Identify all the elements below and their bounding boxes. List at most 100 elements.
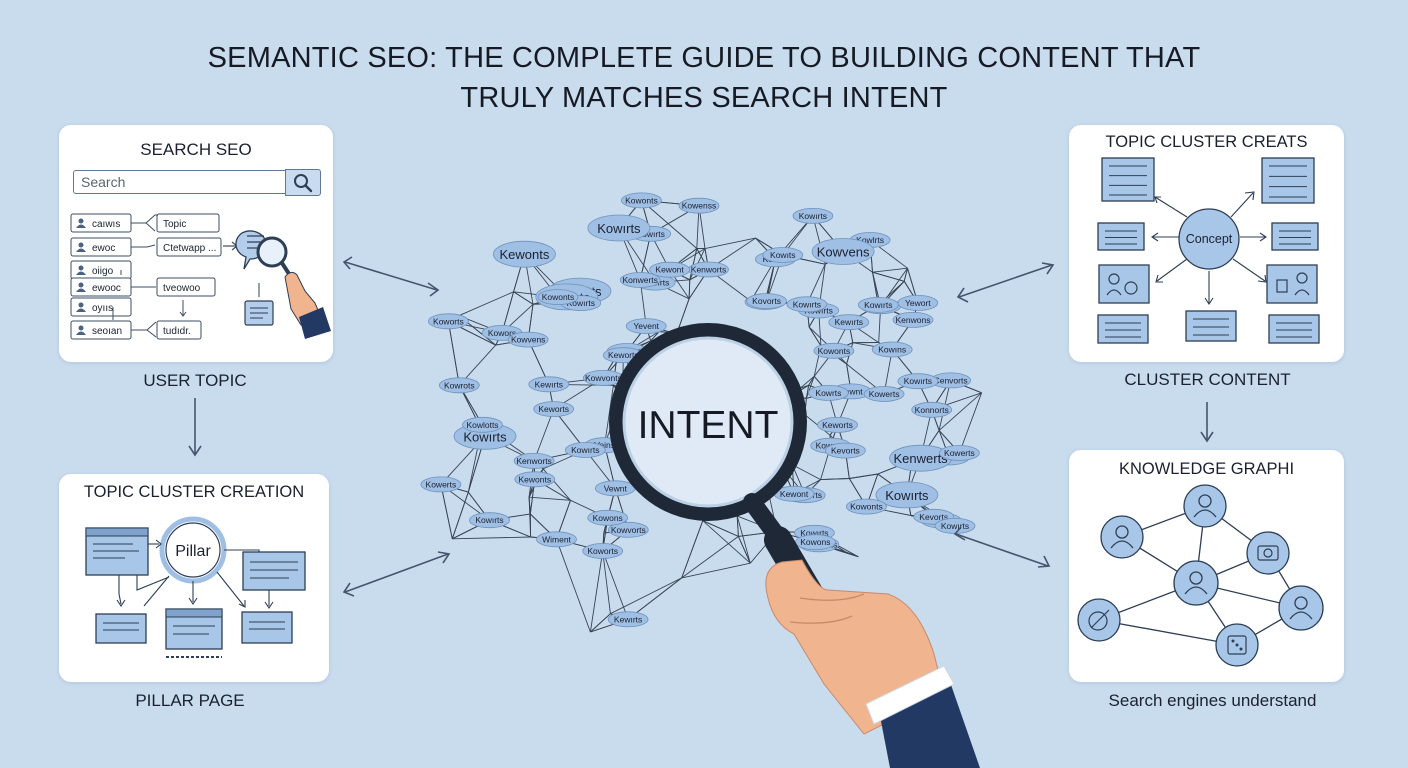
- keyword-label: Vewnt: [604, 483, 628, 493]
- keyword-label: Kowors: [488, 328, 516, 338]
- keyword-bubble: Kowvorts: [607, 521, 649, 538]
- keyword-bubble: Kewırts: [607, 611, 649, 628]
- keyword-label: Kowerts: [944, 448, 975, 458]
- keyword-bubble: Keworts: [817, 416, 858, 433]
- document-icon: [242, 551, 306, 591]
- keyword-bubble: Koworts: [427, 313, 469, 330]
- search-icon: [294, 174, 313, 193]
- keyword-label: Keworts: [538, 404, 569, 414]
- keyword-bubble: Konnorts: [911, 401, 953, 418]
- keyword-label: Kewırts: [835, 317, 863, 327]
- user-icon: [76, 265, 86, 275]
- keyword-label: Kowıns: [878, 345, 906, 355]
- keyword-bubble: Kowvens: [811, 238, 875, 265]
- keyword-bubble: Kowırts: [934, 518, 976, 534]
- keyword-bubble: Kowerts: [863, 386, 905, 402]
- keyword-label: Kenwerts: [893, 451, 948, 466]
- keyword-bubble: Kewonts: [493, 240, 556, 268]
- keyword-bubble: Kowonts: [813, 342, 855, 359]
- document-icon: [1097, 314, 1149, 344]
- keyword-label: Kowırts: [571, 445, 599, 455]
- keyword-label: Kewırts: [535, 379, 563, 389]
- user-icon: [76, 242, 86, 252]
- keyword-bubble: Kovorts: [746, 293, 787, 310]
- graph-diagram: [1077, 484, 1324, 667]
- keyword-label: Koworts: [587, 546, 618, 556]
- keyword-bubble: Keworts: [533, 401, 575, 418]
- keyword-label: Kowvorts: [611, 525, 646, 535]
- document-icon: [1185, 310, 1237, 342]
- topic-item: Topic: [156, 213, 220, 233]
- user-icon: [1100, 515, 1144, 559]
- keyword-bubble: Kowrots: [438, 377, 480, 394]
- user-topic-caption: USER TOPIC: [143, 371, 247, 390]
- cluster-diagram: Concept: [1097, 157, 1320, 344]
- search-button[interactable]: [285, 169, 321, 196]
- keyword-label: oyııs: [92, 303, 113, 314]
- keyword-label: caıwıs: [92, 219, 120, 230]
- keyword-bubble: Kowırts: [875, 481, 939, 509]
- keyword-label: Kowonts: [542, 292, 575, 302]
- user-icon: [1278, 585, 1324, 631]
- keyword-label: Kowonts: [818, 346, 851, 356]
- keyword-label: Keworts: [608, 350, 639, 360]
- keyword-label: Kewonts: [499, 247, 549, 262]
- topic-cluster-creation-panel: TOPIC CLUSTER CREATION Pillar: [59, 474, 329, 682]
- keyword-bubble: Kenworts: [513, 452, 555, 469]
- user-icon: [1183, 484, 1227, 528]
- keyword-label: Kowvonts: [585, 373, 622, 383]
- keyword-bubble: Kowırts: [857, 296, 899, 313]
- title-line-2: TRULY MATCHES SEARCH INTENT: [460, 82, 948, 114]
- keyword-bubble: Konwerts: [619, 272, 661, 288]
- keyword-bubble: Kenworts: [688, 261, 729, 278]
- keyword-label: Kowons: [800, 537, 830, 547]
- keyword-label: Kowırts: [799, 211, 827, 221]
- camera-icon: [1246, 531, 1290, 575]
- search-input[interactable]: Search: [73, 170, 321, 194]
- search-placeholder: Search: [81, 174, 126, 190]
- keyword-label: Konwerts: [622, 275, 657, 285]
- user-icon: [76, 325, 86, 335]
- keyword-bubble: Kenwons: [892, 311, 934, 328]
- topic-item: tudıdr.: [156, 320, 202, 340]
- topic-label: Ctetwapp ...: [163, 243, 216, 254]
- keyword-label: Kenworts: [516, 456, 551, 466]
- keyword-label: Kewırts: [614, 614, 642, 624]
- keyword-bubble: Kewırts: [828, 314, 870, 331]
- keyword-item: oyııs: [70, 297, 132, 317]
- hand-icon: [765, 559, 980, 768]
- document-icon: [1271, 222, 1319, 251]
- document-icon: [1101, 157, 1155, 202]
- user-icon: [1098, 264, 1150, 304]
- keyword-bubble: Kowonts: [621, 192, 662, 209]
- dice-icon: [1215, 623, 1259, 667]
- document-icon: [241, 611, 293, 644]
- keyword-label: Kowvens: [817, 245, 870, 260]
- keyword-label: Kevorts: [831, 446, 860, 456]
- keyword-bubble: Kevorts: [825, 442, 866, 459]
- search-panel-title: SEARCH SEO: [140, 140, 252, 159]
- keyword-label: ewooc: [92, 283, 121, 294]
- keyword-label: Koworts: [433, 316, 464, 326]
- keyword-label: Kowırts: [463, 429, 507, 444]
- keyword-label: Kowırts: [800, 528, 828, 538]
- keyword-bubble: Kowlotts: [462, 416, 503, 433]
- topic-item: Ctetwapp ...: [156, 237, 222, 257]
- keyword-label: Wiment: [542, 534, 571, 544]
- keyword-bubble: Kowvens: [507, 331, 549, 348]
- keyword-bubble: Kewonts: [514, 471, 556, 488]
- pillar-panel-title: TOPIC CLUSTER CREATION: [83, 483, 305, 501]
- document-icon: [1268, 314, 1320, 344]
- topic-label: tveowoo: [163, 283, 201, 294]
- keyword-bubble: Kowıts: [762, 247, 804, 263]
- keyword-bubble: Koworts: [582, 543, 624, 559]
- keyword-label: Yewort: [905, 298, 931, 308]
- document-icon: [1261, 157, 1315, 204]
- keyword-label: Keworts: [822, 420, 853, 430]
- keyword-label: Yevent: [633, 321, 659, 331]
- document-icon: [165, 608, 223, 658]
- keyword-label: ewoc: [92, 243, 115, 254]
- keyword-bubble: Kowırts: [587, 214, 651, 242]
